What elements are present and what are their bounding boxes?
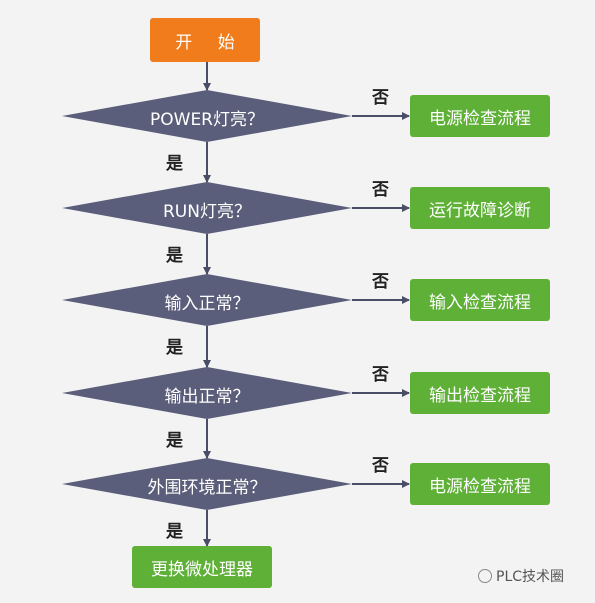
decision-question: 输入正常？: [164, 294, 250, 314]
watermark-text: PLC技术圈: [496, 569, 565, 585]
yes-label: 是: [166, 522, 183, 542]
decision-diamond: [62, 367, 352, 419]
action-box: 电源检查流程: [410, 463, 550, 505]
decision-question: 输出正常？: [164, 387, 250, 407]
decision-question: RUN灯亮？: [163, 202, 251, 222]
no-label: 否: [372, 88, 389, 108]
decision-diamond: [62, 458, 352, 510]
no-label: 否: [372, 456, 389, 476]
action-box: 运行故障诊断: [410, 187, 550, 229]
decision-diamond: [62, 182, 352, 234]
decision-diamond: [62, 90, 352, 142]
yes-label: 是: [166, 154, 183, 174]
wechat-icon: [478, 569, 492, 583]
decision-question: POWER灯亮？: [150, 110, 264, 130]
no-label: 否: [372, 365, 389, 385]
action-box: 输入检查流程: [410, 279, 550, 321]
final-action-node: 更换微处理器: [132, 546, 272, 588]
watermark: PLC技术圈: [478, 566, 564, 586]
decision-question: 外围环境正常？: [147, 478, 267, 498]
no-label: 否: [372, 180, 389, 200]
start-node: 开 始: [150, 18, 260, 62]
action-box: 输出检查流程: [410, 372, 550, 414]
no-label: 否: [372, 272, 389, 292]
action-box: 电源检查流程: [410, 95, 550, 137]
yes-label: 是: [166, 431, 183, 451]
yes-label: 是: [166, 246, 183, 266]
decision-diamond: [62, 274, 352, 326]
yes-label: 是: [166, 338, 183, 358]
